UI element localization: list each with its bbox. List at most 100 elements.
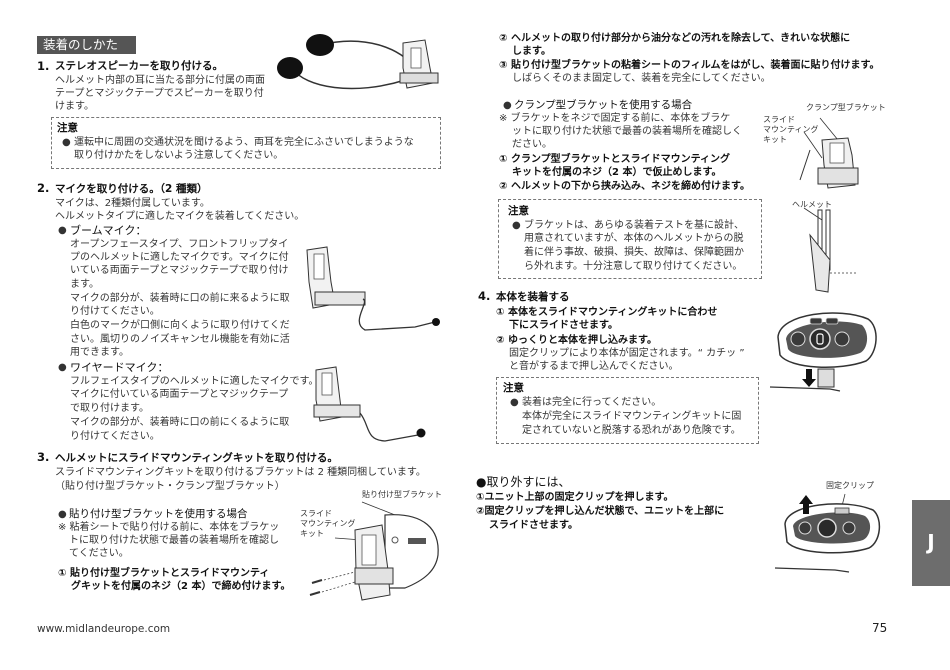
caution-text: 用意されていますが、本体のヘルメットからの脱 (524, 233, 744, 244)
clamp-bracket-illustration (799, 117, 859, 293)
caution-text: 定されていないと脱落する恐れがあり危険です。 (522, 425, 741, 436)
step-text: します。 (512, 46, 551, 57)
step-text: しばらくそのまま固定して、装着を完全にしてください。 (512, 73, 771, 84)
step-text: ①ユニット上部の固定クリップを押します。 (476, 492, 674, 503)
step-text: スライドマウンティングキットを取り付けるブラケットは 2 種類同梱しています。 (55, 467, 426, 478)
figure-label: クランプ型ブラケット (806, 103, 886, 112)
step-text: り付けてください。 (70, 306, 160, 317)
step-text: キットを付属のネジ（2 本）で仮止めします。 (512, 167, 722, 178)
step-number-1: 1. (37, 59, 50, 73)
step-text: ヘルメットタイプに適したマイクを装着してください。 (55, 211, 305, 222)
bullet: ● (503, 100, 512, 111)
step-number-4: 4. (478, 289, 491, 303)
figure-label: ヘルメット (792, 200, 832, 209)
step-text: マイクに付いている両面テープとマジックテープ (70, 389, 289, 400)
step-heading-3: ヘルメットにスライドマウンティングキットを取り付ける。 (55, 452, 338, 464)
figure-label: キット (300, 529, 324, 538)
removal-illustration (774, 493, 881, 573)
step-text: さい。風切りのノイズキャンセル機能を有効に活 (70, 334, 290, 345)
figure-label: マウンティング (763, 125, 819, 134)
step-text: ② ヘルメットの取り付け部分から油分などの汚れを除去して、きれいな状態に (499, 33, 851, 44)
step-text: 下にスライドさせます。 (509, 320, 618, 331)
step-heading-1: ステレオスピーカーを取り付ける。 (55, 60, 223, 72)
caution-text: 運転中に周囲の交通状況を聞けるよう、両耳を完全にふさいでしまうような (74, 137, 414, 148)
caution-title: 注意 (57, 122, 78, 134)
caution-text: 装着は完全に行ってください。 (522, 397, 662, 408)
page-title: 装着のしかた (37, 36, 136, 54)
caution-title: 注意 (508, 205, 529, 217)
figure-label: 貼り付け型ブラケット (362, 490, 442, 499)
step-text: ② ヘルメットの下から挟み込み、ネジを締め付けます。 (499, 181, 750, 192)
figure-label: 固定クリップ (826, 481, 874, 490)
step-text: オープンフェースタイプ、フロントフリップタイ (70, 239, 289, 250)
adhesive-bracket-illustration (309, 501, 439, 601)
caution-text: 着に伴う事故、破損、損失、故障は、保障範囲か (524, 247, 744, 258)
figure-label: キット (763, 135, 787, 144)
step-text: マイクの部分が、装着時に口の前にくるように取 (70, 417, 290, 428)
step-number-2: 2. (37, 181, 50, 195)
caution-text: ら外れます。十分注意して取り付けてください。 (524, 261, 743, 272)
caution-text: 本体が完全にスライドマウンティングキットに固 (522, 411, 742, 422)
wired-mic-heading: ワイヤードマイク： (70, 361, 169, 374)
wired-mic-illustration (313, 366, 426, 442)
step-text: ① 本体をスライドマウンティングキットに合わせ (496, 307, 718, 318)
boom-mic-illustration (306, 246, 440, 331)
step-heading-2: マイクを取り付ける。（2 種類） (55, 183, 208, 195)
caution-text: 取り付けかたをしないよう注意してください。 (74, 150, 284, 161)
step-text: 白色のマークが口側に向くように取り付けてくだ (70, 320, 290, 331)
step-text: （貼り付け型ブラケット・クランプ型ブラケット） (55, 481, 285, 492)
step-text: プのヘルメットに適したマイクです。マイクに付 (70, 252, 289, 263)
step-text: ②固定クリップを押し込んだ状態で、ユニットを上部に (476, 506, 725, 517)
step-text: 固定クリップにより本体が固定されます。“ カチッ ” (509, 348, 745, 359)
step-text: ださい。 (512, 139, 552, 150)
step-text: トに取り付けた状態で最善の装着場所を確認し (69, 535, 279, 546)
step-text: ③ 貼り付け型ブラケットの粘着シートのフィルムをはがし、装着面に貼り付けます。 (499, 60, 880, 71)
step-text: と音がするまで押し込んでください。 (509, 361, 679, 372)
caution-text: ブラケットは、あらゆる装着テストを基に設計、 (524, 220, 744, 231)
step-text: いている両面テープとマジックテープで取り付け (70, 265, 289, 276)
language-tab-letter: J (927, 530, 935, 554)
step-text: フルフェイスタイプのヘルメットに適したマイクです。 (70, 376, 319, 387)
step-text: マイクの部分が、装着時に口の前に来るように取 (70, 293, 290, 304)
step-text: ※ ブラケットをネジで固定する前に、本体をブラケ (499, 113, 731, 124)
page-number: 75 (872, 621, 888, 635)
step-text: テープとマジックテープでスピーカーを取り付 (55, 88, 264, 99)
step-text: マイクは、2種類付属しています。 (55, 198, 210, 209)
step-text: ます。 (70, 279, 99, 290)
step-text: ② ゆっくりと本体を押し込みます。 (496, 335, 657, 346)
step-number-3: 3. (37, 450, 50, 464)
caution-box (496, 377, 759, 444)
language-tab: J (912, 500, 950, 586)
figure-label: スライド (300, 509, 332, 518)
bullet: ● (512, 220, 521, 231)
clamp-bracket-heading: クランプ型ブラケットを使用する場合 (514, 99, 693, 111)
footer-url: www.midlandeurope.com (37, 623, 171, 635)
caution-title: 注意 (503, 382, 524, 394)
step-text: てください。 (69, 548, 129, 559)
speaker-illustration (277, 34, 439, 90)
bullet: ● (62, 137, 71, 148)
bullet: ● (58, 225, 67, 236)
step-text: ① クランプ型ブラケットとスライドマウンティング (499, 154, 731, 165)
step-text: で取り付けます。 (70, 403, 149, 414)
figure-label: スライド (763, 115, 795, 124)
step-text: ヘルメット内部の耳に当たる部分に付属の両面 (55, 75, 265, 86)
intercom-unit-illustration (769, 312, 877, 392)
adhesive-bracket-heading: 貼り付け型ブラケットを使用する場合 (69, 508, 248, 520)
step-text: グキットを付属のネジ（2 本）で締め付けます。 (71, 581, 291, 592)
step-text: スライドさせます。 (489, 520, 578, 531)
step-text: ットに取り付けた状態で最善の装着場所を確認しく (512, 126, 742, 137)
removal-heading: ●取り外すには、 (476, 475, 571, 489)
boom-mic-heading: ブームマイク： (70, 224, 147, 237)
caution-box (51, 117, 441, 169)
bullet: ● (58, 509, 67, 520)
step-text: り付けてください。 (70, 431, 160, 442)
step-text: ※ 粘着シートで貼り付ける前に、本体をブラケッ (58, 522, 280, 533)
caution-box (498, 199, 762, 279)
step-text: 用できます。 (70, 347, 129, 358)
step-text: けます。 (55, 101, 94, 112)
step-heading-4: 本体を装着する (496, 291, 570, 303)
bullet: ● (58, 362, 67, 373)
bullet: ● (510, 397, 519, 408)
step-text: ① 貼り付け型ブラケットとスライドマウンティ (58, 568, 270, 579)
